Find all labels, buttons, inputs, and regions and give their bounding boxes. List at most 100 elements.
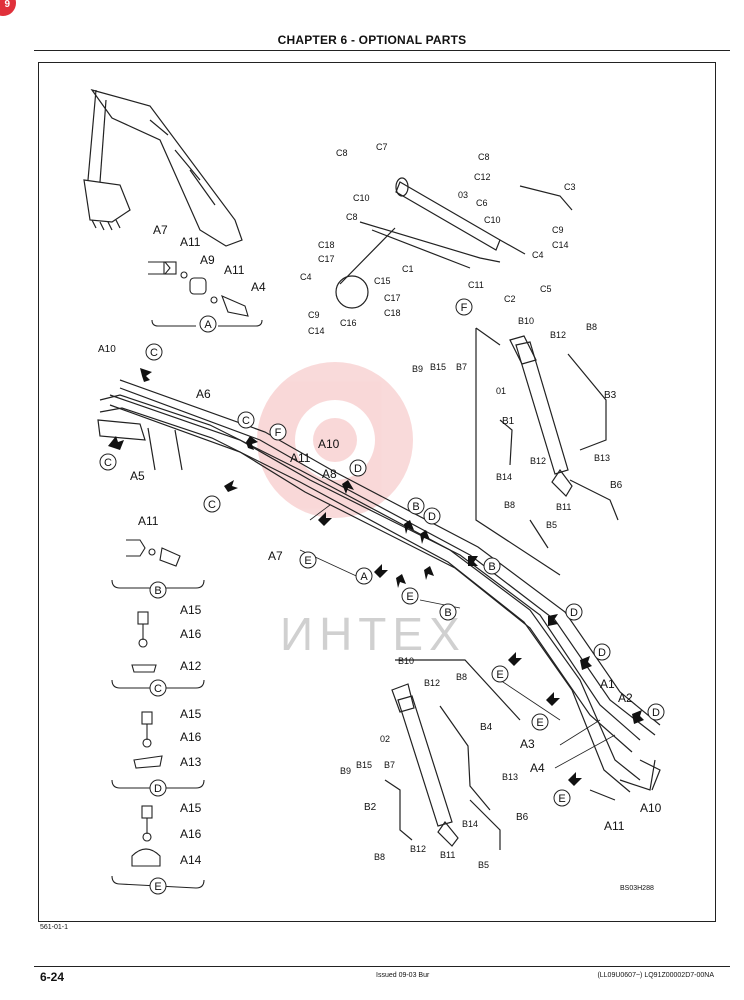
callout-b13: B13 bbox=[594, 453, 610, 463]
callout-c15: C15 bbox=[374, 276, 391, 286]
arrow-icon bbox=[140, 368, 152, 382]
callout-b10: B10 bbox=[518, 316, 534, 326]
callout-b1: B1 bbox=[502, 416, 515, 427]
callout-c8c: C8 bbox=[478, 152, 490, 162]
callout-b12b: B12 bbox=[530, 456, 546, 466]
group-d-3: D bbox=[565, 603, 583, 621]
callout-a11-mid: A11 bbox=[290, 451, 311, 465]
callout-b12: B12 bbox=[550, 330, 566, 340]
callout-labels: A7 A11 A9 A11 A4 C8 C7 C10 C8 C18 C17 C4… bbox=[98, 142, 662, 892]
svg-text:B: B bbox=[444, 607, 451, 619]
chapter-title: CHAPTER 6 - OPTIONAL PARTS bbox=[277, 33, 467, 47]
excavator-overview bbox=[83, 88, 243, 247]
arrow-icon bbox=[224, 480, 238, 492]
group-f-1: F bbox=[269, 423, 287, 441]
callout-b4: B4 bbox=[480, 722, 493, 733]
group-b-3: B bbox=[439, 603, 457, 621]
group-d-4: D bbox=[593, 643, 611, 661]
group-a-detail: A bbox=[199, 315, 217, 333]
arm-cylinder-02 bbox=[384, 659, 521, 850]
callout-c4b: C4 bbox=[532, 250, 544, 260]
callout-a9: A9 bbox=[200, 253, 215, 267]
callout-b10b: B10 bbox=[398, 656, 414, 666]
callout-c9: C9 bbox=[308, 310, 320, 320]
bucket-cylinder bbox=[335, 177, 573, 309]
svg-text:F: F bbox=[275, 427, 282, 439]
group-d-2: D bbox=[423, 507, 441, 525]
callout-c16: C16 bbox=[340, 318, 357, 328]
boom-cylinder-01 bbox=[475, 327, 619, 576]
boom-hoses bbox=[97, 379, 661, 801]
group-d-1: D bbox=[349, 459, 367, 477]
group-e-4: E bbox=[531, 713, 549, 731]
callout-c6: C6 bbox=[476, 198, 488, 208]
watermark-gear-icon bbox=[257, 362, 413, 518]
callout-a7: A7 bbox=[153, 223, 168, 237]
callout-b9: B9 bbox=[412, 364, 423, 374]
svg-text:D: D bbox=[598, 647, 606, 659]
callout-02: 02 bbox=[380, 734, 390, 744]
group-f-detail: F bbox=[455, 298, 473, 316]
callout-c18b: C18 bbox=[384, 308, 401, 318]
svg-text:D: D bbox=[428, 511, 436, 523]
callout-b12d: B12 bbox=[410, 844, 426, 854]
callout-a11-left: A11 bbox=[138, 514, 159, 528]
figure-code: BS03H288 bbox=[620, 885, 654, 892]
arrow-icon bbox=[546, 692, 560, 706]
group-a-1: A bbox=[355, 567, 373, 585]
group-d-detail: D bbox=[149, 779, 167, 797]
callout-a15-d: A15 bbox=[180, 707, 202, 721]
arrow-icon bbox=[374, 564, 388, 578]
callout-c12: C12 bbox=[474, 172, 491, 182]
callout-a10-mid: A10 bbox=[318, 437, 340, 451]
group-e-3: E bbox=[491, 665, 509, 683]
document-code: (LL09U0607~) LQ91Z00002D7-00NA bbox=[597, 972, 714, 979]
callout-b12c: B12 bbox=[424, 678, 440, 688]
group-b-1: B bbox=[407, 497, 425, 515]
group-e-detail: E bbox=[149, 877, 167, 895]
group-e-2: E bbox=[401, 587, 419, 605]
arrow-icon bbox=[548, 614, 558, 626]
callout-b11b: B11 bbox=[440, 850, 455, 860]
arrow-icons bbox=[108, 368, 644, 786]
callout-a12: A12 bbox=[180, 659, 202, 673]
callout-01: 01 bbox=[496, 386, 506, 396]
arrow-icon bbox=[568, 772, 582, 786]
callout-a5: A5 bbox=[130, 469, 145, 483]
callout-c17b: C17 bbox=[384, 293, 401, 303]
callout-03: 03 bbox=[458, 190, 468, 200]
arrow-icon bbox=[108, 436, 124, 450]
group-c-3: C bbox=[237, 411, 255, 429]
svg-text:E: E bbox=[558, 793, 565, 805]
callout-a1: A1 bbox=[600, 677, 615, 691]
footer-reference: 561-01-1 bbox=[40, 924, 69, 931]
callout-c5: C5 bbox=[540, 284, 552, 294]
svg-text:F: F bbox=[461, 302, 468, 314]
svg-text:B: B bbox=[154, 585, 161, 597]
svg-text:C: C bbox=[104, 457, 112, 469]
svg-text:D: D bbox=[570, 607, 578, 619]
svg-text:C: C bbox=[242, 415, 250, 427]
callout-b8d: B8 bbox=[374, 852, 385, 862]
callout-b5: B5 bbox=[546, 520, 557, 530]
callout-c11: C11 bbox=[468, 280, 484, 290]
callout-c10b: C10 bbox=[484, 215, 501, 225]
callout-c3: C3 bbox=[564, 182, 576, 192]
svg-text:C: C bbox=[154, 683, 162, 695]
callout-b8b: B8 bbox=[504, 500, 515, 510]
callout-a15-e: A15 bbox=[180, 801, 202, 815]
svg-text:E: E bbox=[536, 717, 543, 729]
group-e-1: E bbox=[299, 551, 317, 569]
corner-badge: 9 bbox=[0, 0, 16, 16]
group-b-detail: B bbox=[149, 581, 167, 599]
group-c-2: C bbox=[99, 453, 117, 471]
group-circles: A F C C C C F D B D E A B E B D D E E D … bbox=[99, 298, 665, 895]
callout-c9b: C9 bbox=[552, 225, 564, 235]
callout-a11-detail: A11 bbox=[180, 235, 201, 249]
callout-a11-right: A11 bbox=[604, 819, 625, 833]
svg-text:C: C bbox=[150, 347, 158, 359]
svg-text:B: B bbox=[412, 501, 419, 513]
arrow-icon bbox=[468, 556, 478, 566]
callout-b13b: B13 bbox=[502, 772, 518, 782]
